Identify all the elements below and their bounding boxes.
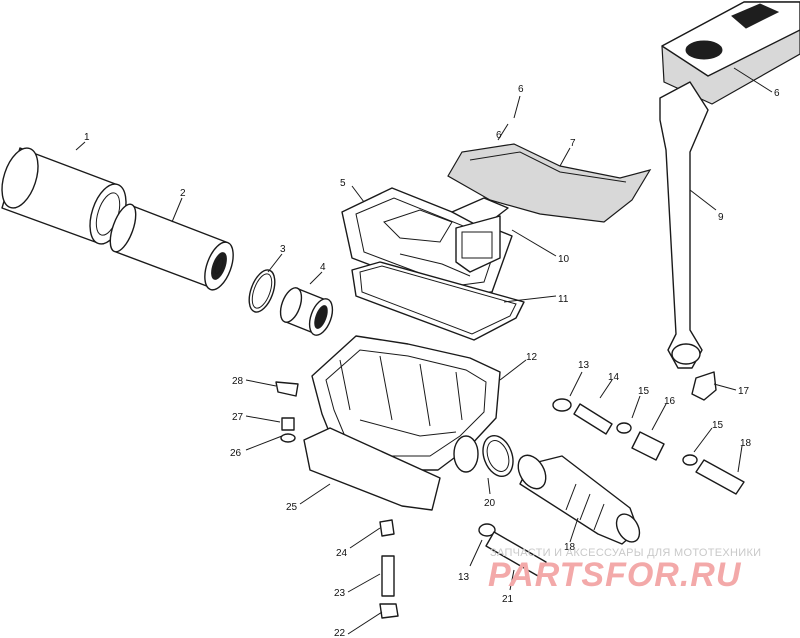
callout-12: 12 (526, 352, 538, 363)
callout-23: 23 (334, 588, 346, 599)
callout-6-tube: 6 (496, 130, 502, 141)
callout-7: 7 (570, 138, 576, 149)
callout-22: 22 (334, 628, 346, 638)
callout-11: 11 (558, 294, 569, 305)
callout-13-upper: 13 (578, 360, 590, 371)
heat-shield-plate (303, 427, 441, 511)
callout-3: 3 (280, 244, 286, 255)
snorkel-tube (659, 81, 709, 369)
mounting-hardware (275, 381, 299, 443)
lower-drain-tube (478, 523, 547, 577)
callout-27: 27 (232, 412, 244, 423)
callout-26: 26 (230, 448, 242, 459)
callout-28: 28 (232, 376, 244, 387)
outlet-seal (482, 434, 514, 478)
cover-gasket (351, 261, 525, 341)
watermark-tagline: ЗАПЧАСТИ И АКСЕССУАРЫ ДЛЯ МОТОТЕХНИКИ (490, 547, 761, 559)
intake-duct (447, 143, 652, 223)
callout-2: 2 (180, 188, 186, 199)
watermark: ЗАПЧАСТИ И АКСЕССУАРЫ ДЛЯ МОТОТЕХНИКИ PA… (488, 547, 761, 594)
hose-clamp-ring (248, 269, 276, 313)
callout-9: 9 (718, 212, 724, 223)
callout-1: 1 (84, 132, 90, 143)
filter-coupler (279, 287, 334, 336)
snorkel-head (661, 1, 800, 105)
callout-15-right: 15 (712, 420, 724, 431)
watermark-brand: PARTSFOR.RU (488, 556, 742, 594)
callout-14: 14 (608, 372, 620, 383)
air-filter-element (109, 203, 234, 291)
callout-labels: 1 2 3 4 5 6 6 6 7 9 10 11 12 13 13 14 15… (84, 84, 780, 638)
callout-16: 16 (664, 396, 676, 407)
callout-18-hose: 18 (740, 438, 752, 449)
callout-5: 5 (340, 178, 346, 189)
callout-10: 10 (558, 254, 570, 265)
callout-25: 25 (286, 502, 298, 513)
cover-vent-insert (451, 197, 509, 273)
callout-17: 17 (738, 386, 750, 397)
callout-15-left: 15 (638, 386, 650, 397)
callout-13-lower: 13 (458, 572, 470, 583)
callout-6-upper: 6 (518, 84, 524, 95)
callout-21: 21 (502, 594, 514, 605)
drain-line-assembly (552, 371, 745, 495)
leader-lines (75, 67, 773, 635)
outlet-boot (517, 454, 641, 545)
callout-4: 4 (320, 262, 326, 273)
callout-6-snorkel: 6 (774, 88, 780, 99)
pre-filter-sleeve (1, 147, 127, 245)
callout-20: 20 (484, 498, 496, 509)
callout-18-boot: 18 (564, 542, 576, 553)
callout-24: 24 (336, 548, 348, 559)
drain-valve (379, 519, 399, 619)
